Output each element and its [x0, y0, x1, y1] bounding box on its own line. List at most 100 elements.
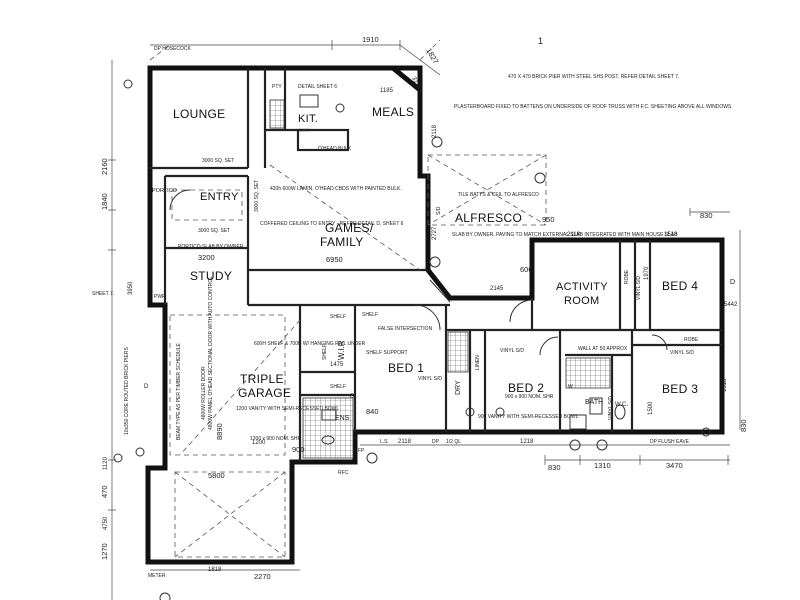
dim-1310: 1310 — [594, 461, 611, 470]
post-markers — [113, 79, 711, 600]
note-l-s: L.S. — [380, 439, 389, 445]
note-shower: 1200 x 900 NOM. SHR — [250, 436, 302, 442]
dim-3200: 3200 — [198, 253, 215, 262]
note-hosecock: DP HOSECOCK — [154, 46, 192, 52]
room-dry: DRY — [455, 380, 462, 395]
dim-840: 840 — [366, 407, 379, 416]
dim-2118-top: 2118 — [567, 232, 581, 238]
note-fp: FP — [358, 448, 365, 454]
dim-1818: 1818 — [208, 567, 222, 573]
note-alfresco-slab: SLAB BY OWNER. PAVING TO MATCH EXTERNAL … — [452, 232, 678, 238]
note-vinyl-3: VINYL S/D — [418, 376, 442, 382]
note-rfc: RFC — [338, 470, 349, 476]
dim-3115: 3115 — [410, 76, 422, 91]
dim-4750: 4750 — [103, 516, 109, 530]
room-wc: W.C. — [615, 402, 628, 408]
room-ens: ENS — [335, 415, 350, 422]
dim-1185: 1185 — [380, 88, 394, 94]
note-d-ens: D — [350, 394, 355, 400]
room-meals: MEALS — [372, 105, 414, 119]
room-games: GAMES/ — [325, 221, 374, 235]
exterior-wall — [145, 65, 725, 565]
note-w: W — [568, 384, 573, 390]
dim-5800: 5800 — [208, 471, 225, 480]
dim-470: 470 — [100, 485, 109, 498]
room-lounge: LOUNGE — [173, 107, 225, 121]
label-shelf-1: SHELF — [330, 314, 346, 320]
dim-2118-side: 2118 — [432, 124, 438, 138]
room-bath: BATH — [585, 399, 603, 406]
room-alfresco: ALFRESCO — [455, 211, 522, 225]
dim-830-top: 830 — [700, 211, 713, 220]
note-sq-set-1: 3000 SQ. SET — [202, 158, 234, 164]
dim-6950: 6950 — [326, 255, 343, 264]
room-bed4: BED 4 — [662, 279, 698, 293]
internal-walls — [150, 68, 722, 462]
room-linen: LINEN — [475, 355, 481, 370]
note-vinyl-2: VINYL S/D — [670, 350, 694, 356]
dim-3470: 3470 — [666, 461, 683, 470]
label-shelf-3: SHELF — [330, 384, 346, 390]
dim-1518-right: 1518 — [722, 378, 728, 392]
dim-900: 900 — [292, 445, 305, 454]
note-vanity2: 900 VANITY WITH SEMI-RECESSED BOWL — [478, 414, 579, 420]
note-d-right: D — [730, 279, 735, 286]
dim-1910: 1910 — [362, 35, 379, 44]
note-roller-door: 4800W ROLLER DOOR — [201, 366, 207, 420]
note-core-piers: 10x350 CORE ROUTED BRICK PIERS — [124, 347, 130, 435]
dim-1518: 1518 — [664, 232, 678, 238]
room-kitchen: KIT. — [298, 113, 318, 125]
fixtures — [169, 94, 668, 445]
note-sq-set-2: 3000 SQ. SET — [198, 228, 230, 234]
dim-2270: 2270 — [254, 572, 271, 581]
dim-1827: 1827 — [424, 47, 440, 66]
note-vinyl-5: VINYL S/D — [608, 396, 614, 420]
dim-2727: 2727 — [432, 226, 438, 240]
room-portico: PORTICO — [152, 188, 178, 194]
dim-1840: 1840 — [100, 193, 109, 210]
dimension-labels: 1910 1827 3115 3200 6950 2118 1518 830 9… — [100, 35, 748, 581]
label-shelf-4: SHELF — [362, 312, 378, 318]
dim-2160: 2160 — [100, 158, 109, 175]
note-dp: DP — [432, 439, 440, 445]
note-meter: METER — [148, 573, 166, 579]
dim-5442: 5442 — [724, 302, 738, 308]
note-shelf-rail: 600H SHELF & 700H W/ HANGING RAIL UNDER — [254, 341, 366, 347]
dim-600: 600 — [520, 265, 533, 274]
note-ql: 1/2 QL — [446, 439, 461, 445]
dim-830-right: 830 — [739, 419, 748, 432]
room-entry: ENTRY — [200, 191, 239, 203]
note-wall: WALL AT 50 APPROX — [578, 346, 628, 352]
annotations: DP HOSECOCK 1 COFFERED CEILING TO ENTRY … — [92, 36, 735, 579]
room-garage-2: GARAGE — [238, 386, 291, 400]
note-sd: S/D — [436, 206, 442, 215]
note-pwr: PWR — [154, 294, 166, 300]
room-garage: TRIPLE — [240, 372, 284, 386]
note-shr2: 900 x 900 NOM. SHR — [505, 394, 554, 400]
dim-1970: 1970 — [644, 266, 650, 280]
note-coffered: COFFERED CEILING TO ENTRY - REFER DETAIL… — [260, 221, 404, 227]
note-beam: BEAM TYPE AS PER TIMBER SCHEDULE — [176, 343, 182, 440]
dim-1500: 1500 — [648, 401, 654, 415]
note-sheet7: SHEET 7. — [92, 291, 114, 297]
dim-1475: 1475 — [330, 362, 344, 368]
dim-2145: 2145 — [490, 286, 504, 292]
dimension-lines — [108, 40, 741, 600]
room-study: STUDY — [190, 269, 232, 283]
dim-830-bot: 830 — [548, 463, 561, 472]
dim-2118-bot: 2118 — [398, 439, 412, 445]
note-vinyl-4: VINYL S/D — [636, 276, 642, 300]
note-alfresco: TILE BATTS & CEIL TO ALFRESCO — [458, 192, 539, 198]
note-flush-eave: DP FLUSH EAVE — [650, 439, 690, 445]
room-family: FAMILY — [320, 235, 364, 249]
note-sectional-door: 4800W PANEL O'HEAD SECTIONAL DOOR WITH A… — [208, 276, 214, 430]
room-activity: ACTIVITY — [556, 281, 608, 293]
note-overhead-bulk: O'HEAD BULK — [318, 146, 352, 152]
note-brick-pier: 470 X 470 BRICK PIER WITH STEEL SHS POST… — [508, 74, 679, 80]
label-robe-2: ROBE — [684, 337, 699, 343]
meals-bay-wall — [393, 65, 423, 90]
note-detail6: DETAIL SHEET 6 — [298, 84, 337, 90]
label-robe-1: ROBE — [624, 269, 630, 284]
room-bed3: BED 3 — [662, 382, 698, 396]
